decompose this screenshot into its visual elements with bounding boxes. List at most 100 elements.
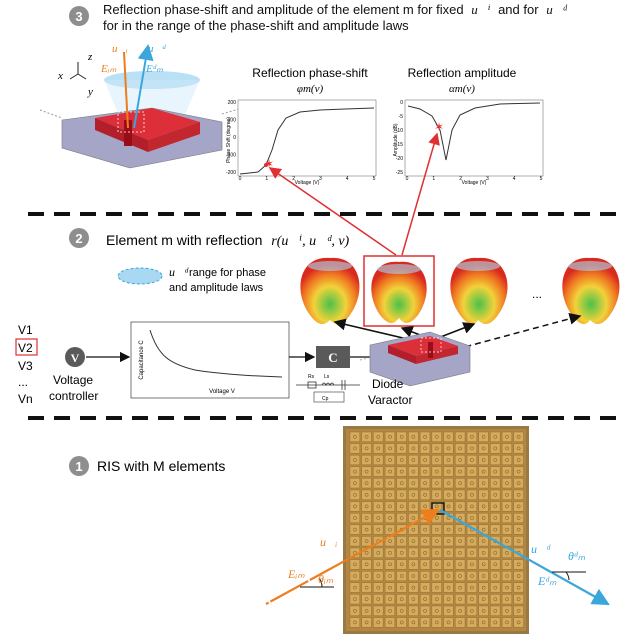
ris-unit-cell-via bbox=[458, 597, 463, 602]
ris-unit-cell-via bbox=[505, 469, 509, 474]
ris-unit-cell bbox=[478, 594, 489, 605]
legend-line2: and amplitude laws bbox=[169, 282, 264, 294]
ris-unit-cell-via bbox=[505, 620, 509, 625]
ris-unit-cell-via bbox=[388, 562, 392, 567]
ris-unit-cell-via bbox=[388, 527, 392, 532]
ris-unit-cell bbox=[513, 478, 524, 489]
ris-unit-cell bbox=[373, 431, 384, 442]
ris-unit-cell-via bbox=[388, 516, 392, 520]
ris-unit-cell-via bbox=[481, 469, 486, 474]
step3-number: 3 bbox=[75, 9, 82, 24]
ris-unit-cell-via bbox=[399, 597, 404, 602]
ris-unit-cell bbox=[373, 501, 384, 512]
ris-unit-cell bbox=[443, 571, 454, 582]
ris-unit-cell bbox=[501, 455, 513, 466]
ris-unit-cell bbox=[349, 582, 360, 593]
ris-unit-cell bbox=[466, 571, 477, 582]
ris-unit-cell bbox=[361, 466, 372, 477]
step2-formula: r(u⃗ⁱ, u⃗ᵈ, v) bbox=[271, 234, 349, 249]
ris-unit-cell-via bbox=[470, 469, 474, 474]
ris-unit-cell bbox=[373, 478, 384, 489]
phase-plot: Reflection phase-shift φm(v) Voltage (V)… bbox=[226, 66, 377, 186]
ris-unit-cell bbox=[513, 559, 524, 570]
voltage-v1: V1 bbox=[18, 323, 33, 337]
ris-unit-cell bbox=[408, 455, 419, 466]
phase-plot-title: Reflection phase-shift bbox=[252, 66, 368, 80]
ris-unit-cell-via bbox=[399, 492, 404, 497]
ris-unit-cell-via bbox=[434, 492, 439, 497]
step3-ud-symbol: u⃗ᵈ bbox=[546, 2, 568, 17]
arrow-to-amp-plot bbox=[401, 132, 440, 256]
ris-unit-cell bbox=[349, 478, 360, 489]
ris-unit-cell-via bbox=[481, 446, 486, 451]
ris-unit-cell bbox=[349, 443, 360, 454]
ris-unit-cell-via bbox=[376, 562, 381, 567]
ris-unit-cell bbox=[384, 571, 396, 582]
ris-unit-cell bbox=[431, 594, 442, 605]
ris-unit-cell-via bbox=[364, 434, 369, 439]
ris-unit-cell bbox=[373, 524, 384, 535]
ris-unit-cell bbox=[478, 466, 489, 477]
ris-unit-cell-via bbox=[516, 434, 521, 439]
ris-unit-cell-via bbox=[458, 446, 463, 451]
ris-unit-cell bbox=[501, 513, 513, 524]
ris-unit-cell bbox=[455, 501, 466, 512]
amplitude-plot: Reflection amplitude αm(v) Voltage (V) A… bbox=[393, 66, 544, 186]
ris-unit-cell-via bbox=[423, 608, 427, 613]
ris-reflected-field-label: Eᵈₘ bbox=[537, 574, 557, 588]
ris-unit-cell-via bbox=[458, 458, 463, 462]
ris-unit-cell bbox=[466, 547, 477, 558]
arrow-to-phase-plot bbox=[268, 167, 397, 256]
ris-unit-cell bbox=[466, 501, 477, 512]
ris-unit-cell-via bbox=[470, 516, 474, 520]
ris-unit-cell-via bbox=[505, 574, 509, 578]
ris-unit-cell-via bbox=[423, 527, 427, 532]
radiation-pattern-n bbox=[562, 257, 620, 325]
ris-unit-cell bbox=[478, 431, 489, 442]
ris-unit-cell bbox=[420, 536, 431, 547]
ris-unit-cell-via bbox=[470, 550, 474, 555]
ris-unit-cell-via bbox=[376, 585, 381, 590]
ris-unit-cell bbox=[373, 466, 384, 477]
ris-unit-cell bbox=[408, 547, 419, 558]
ris-unit-cell-via bbox=[470, 434, 474, 439]
ris-unit-cell bbox=[455, 536, 466, 547]
ris-unit-cell bbox=[443, 559, 454, 570]
ris-unit-cell-via bbox=[423, 585, 427, 590]
ris-unit-cell bbox=[431, 455, 442, 466]
ris-unit-cell bbox=[384, 455, 396, 466]
patterns-ellipsis: ... bbox=[532, 287, 542, 301]
ris-unit-cell-via bbox=[516, 446, 521, 451]
ris-unit-cell bbox=[490, 594, 501, 605]
ris-unit-cell-via bbox=[364, 504, 369, 509]
ris-unit-cell bbox=[349, 513, 360, 524]
step2-section: 2 Element m with reflection r(u⃗ⁱ, u⃗ᵈ, … bbox=[69, 228, 350, 294]
ris-unit-cell-via bbox=[423, 597, 427, 602]
ris-unit-cell bbox=[478, 489, 489, 500]
ris-unit-cell-via bbox=[470, 481, 474, 486]
ris-unit-cell bbox=[396, 501, 407, 512]
ris-unit-cell bbox=[420, 443, 431, 454]
ris-unit-cell bbox=[513, 524, 524, 535]
voltage-v2: V2 bbox=[18, 341, 33, 355]
voltage-source-label: V bbox=[71, 351, 80, 365]
ris-unit-cell bbox=[513, 617, 524, 628]
ris-unit-cell-via bbox=[388, 434, 392, 439]
ris-unit-cell bbox=[443, 431, 454, 442]
phase-plot-frame bbox=[237, 99, 377, 177]
ris-unit-cell-via bbox=[481, 504, 486, 509]
ris-unit-cell-via bbox=[388, 446, 392, 451]
ris-unit-cell-via bbox=[423, 550, 427, 555]
ris-unit-cell-via bbox=[388, 539, 392, 544]
voltage-controller-line2: controller bbox=[49, 389, 98, 403]
ris-unit-cell bbox=[384, 594, 396, 605]
ris-unit-cell-via bbox=[446, 585, 451, 590]
ris-unit-cell bbox=[466, 536, 477, 547]
ris-unit-cell bbox=[478, 501, 489, 512]
phase-plot-xtick: 4 bbox=[346, 176, 349, 182]
ris-unit-cell-via bbox=[376, 597, 381, 602]
ris-unit-cell bbox=[490, 513, 501, 524]
ris-unit-cell bbox=[501, 466, 513, 477]
ris-unit-cell bbox=[466, 582, 477, 593]
radiation-pattern-3 bbox=[450, 257, 508, 325]
